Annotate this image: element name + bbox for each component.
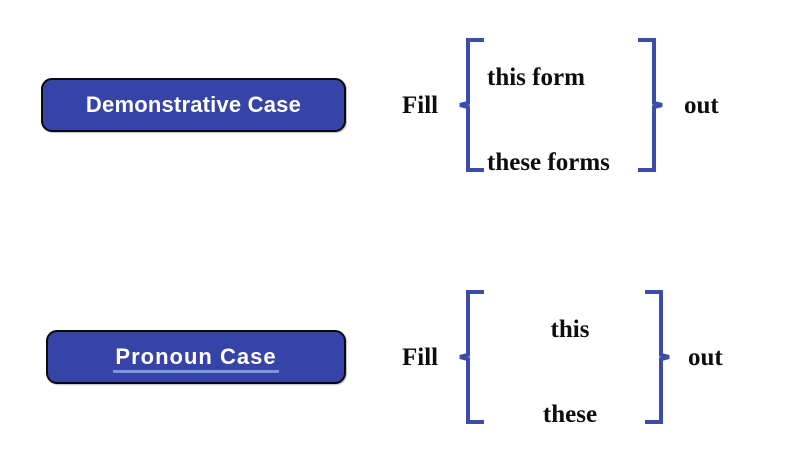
pronoun-verb-before: Fill bbox=[402, 344, 439, 371]
demonstrative-case-button[interactable]: Demonstrative Case bbox=[41, 78, 346, 132]
pronoun-options: this these bbox=[500, 317, 640, 427]
pronoun-case-label: Pronoun Case bbox=[113, 344, 279, 373]
right-curly-brace-icon bbox=[638, 37, 664, 178]
left-curly-brace-icon bbox=[458, 289, 484, 430]
left-curly-brace-icon bbox=[458, 37, 484, 178]
demonstrative-verb-before: Fill bbox=[402, 92, 439, 119]
option-item: this bbox=[550, 316, 590, 343]
demonstrative-options: this form these forms bbox=[487, 65, 647, 175]
option-item: these bbox=[542, 401, 598, 428]
pronoun-verb-after: out bbox=[688, 344, 723, 371]
option-item: these forms bbox=[487, 149, 610, 176]
pronoun-case-button[interactable]: Pronoun Case bbox=[46, 330, 346, 384]
group-demonstrative: Demonstrative Case Fill this form these … bbox=[0, 25, 810, 185]
demonstrative-verb-after: out bbox=[684, 92, 719, 119]
group-pronoun: Pronoun Case Fill this these out bbox=[0, 277, 810, 437]
right-curly-brace-icon bbox=[645, 289, 671, 430]
option-item: this form bbox=[487, 64, 585, 91]
demonstrative-case-label: Demonstrative Case bbox=[85, 92, 302, 117]
